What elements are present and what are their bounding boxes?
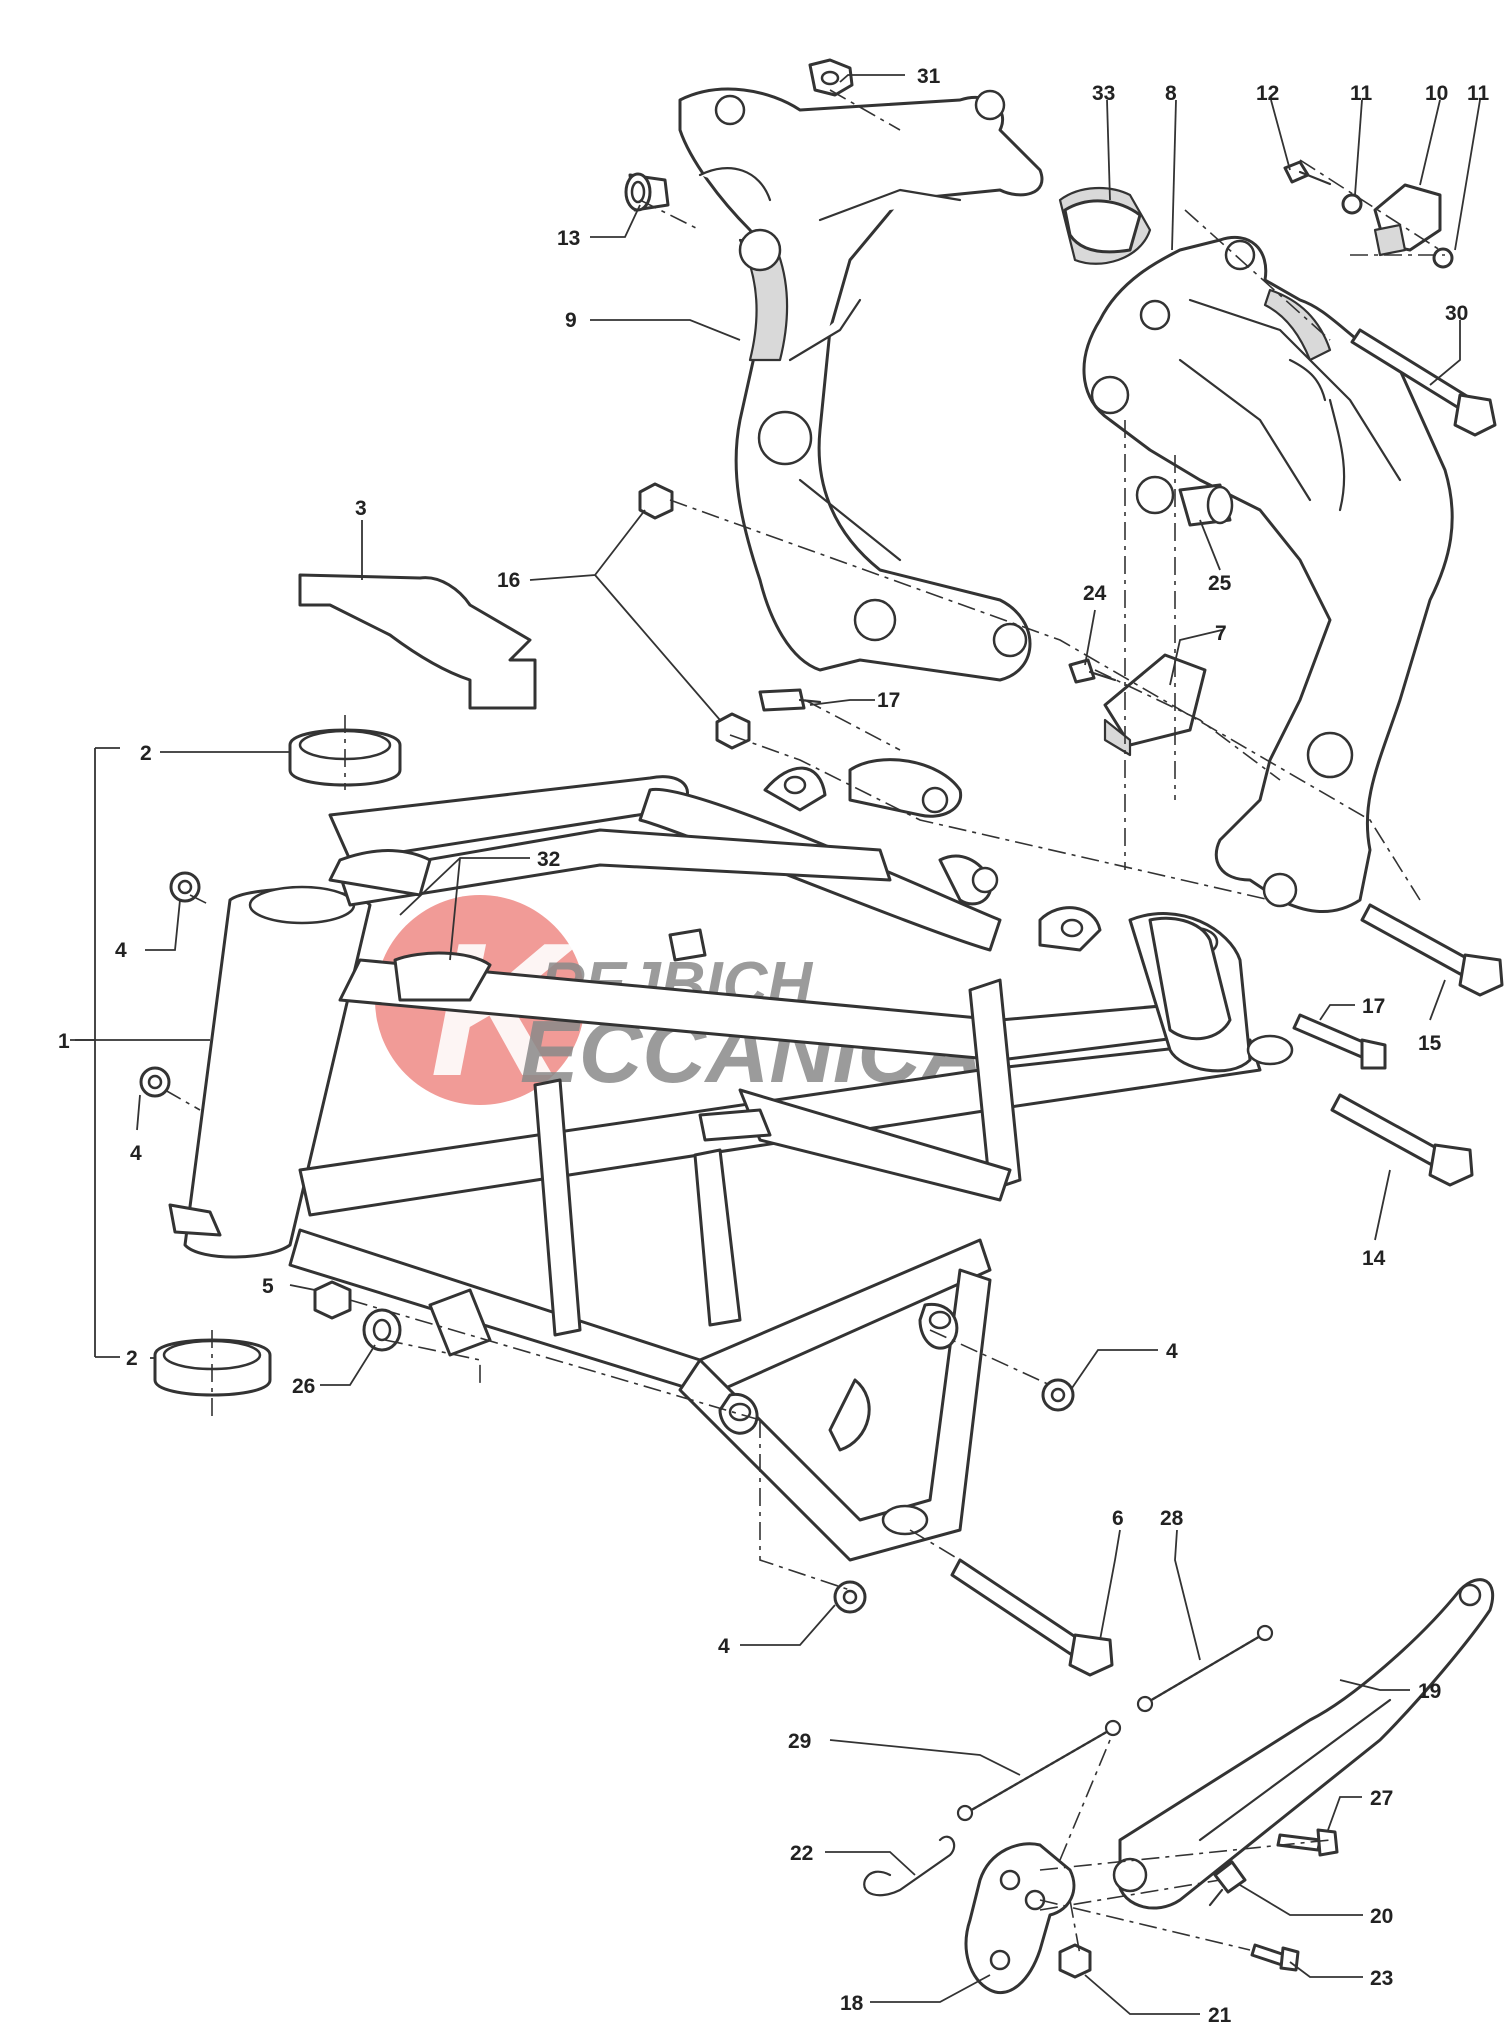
spacer-25 [1178, 483, 1234, 527]
right-plate-bracket [1082, 235, 1454, 914]
callout-4b: 4 [130, 1142, 142, 1165]
callout-23: 23 [1370, 1967, 1393, 1990]
callout-22: 22 [790, 1842, 813, 1865]
grommet-4c [1041, 1378, 1075, 1412]
stand-bracket [964, 1842, 1076, 1995]
callout-4d: 4 [718, 1635, 730, 1658]
bracket-lines [70, 747, 120, 1358]
plate-32 [328, 849, 492, 1002]
callout-12: 12 [1256, 82, 1279, 105]
callout-29: 29 [788, 1730, 811, 1753]
callout-labels: 31 33 8 12 11 10 11 13 9 30 3 16 24 25 7… [58, 65, 1490, 2027]
bolt-27 [1276, 1828, 1339, 1857]
nut-5 [313, 1280, 352, 1320]
callout-8: 8 [1165, 82, 1177, 105]
callout-27: 27 [1370, 1787, 1393, 1810]
callout-33: 33 [1092, 82, 1115, 105]
bolt-30 [1350, 328, 1497, 437]
grommet-4a [169, 871, 201, 903]
callout-30: 30 [1445, 302, 1468, 325]
washer-11b [1432, 247, 1454, 269]
washer-11a [1341, 193, 1363, 215]
nut-16b [715, 712, 751, 750]
callout-1: 1 [58, 1030, 70, 1053]
leader-lines [75, 74, 1481, 2015]
nut-31 [808, 58, 854, 97]
callout-20: 20 [1370, 1905, 1393, 1928]
assembly-lines [164, 89, 1445, 1956]
callout-28: 28 [1160, 1507, 1184, 1530]
callout-14: 14 [1362, 1247, 1386, 1270]
bolt-14 [1330, 1093, 1474, 1187]
block-7 [1103, 653, 1207, 757]
bolt-6 [950, 1558, 1114, 1677]
bolt-20 [1208, 1860, 1247, 1907]
callout-17b: 17 [1362, 995, 1385, 1018]
callout-24: 24 [1083, 582, 1107, 605]
bolt-24 [1068, 658, 1117, 684]
callout-3: 3 [355, 497, 367, 520]
callout-6: 6 [1112, 1507, 1124, 1530]
callout-13: 13 [557, 227, 580, 250]
callout-19: 19 [1418, 1680, 1441, 1703]
callout-10: 10 [1425, 82, 1448, 105]
bolt-17b [1292, 1013, 1387, 1070]
spring-29 [956, 1719, 1122, 1822]
decal-3 [298, 573, 537, 710]
spring-28 [1136, 1624, 1274, 1713]
callout-9: 9 [565, 309, 577, 332]
damper-33 [1058, 186, 1152, 265]
callout-4a: 4 [115, 939, 127, 962]
bolt-23 [1250, 1943, 1300, 1972]
callout-32: 32 [537, 848, 560, 871]
nut-21 [1058, 1943, 1092, 1979]
callout-21: 21 [1208, 2004, 1232, 2027]
callout-7: 7 [1215, 622, 1227, 645]
nut-16a [638, 482, 674, 520]
side-stand [1112, 1578, 1495, 1910]
callout-26: 26 [292, 1375, 315, 1398]
spacer-26 [362, 1308, 402, 1352]
bracket-10 [1373, 183, 1442, 257]
bolt-15 [1360, 903, 1504, 997]
bolt-17a [758, 688, 822, 712]
callout-15: 15 [1418, 1032, 1442, 1055]
clip-22 [863, 1835, 956, 1897]
left-plate-bracket [678, 87, 1044, 682]
callout-25: 25 [1208, 572, 1232, 595]
callout-18: 18 [840, 1992, 864, 2015]
bolt-12 [1283, 160, 1332, 186]
callout-11a: 11 [1350, 82, 1373, 105]
callout-4c: 4 [1166, 1340, 1178, 1363]
grommet-4b [139, 1066, 171, 1098]
callout-17a: 17 [877, 689, 900, 712]
callout-11b: 11 [1467, 82, 1490, 105]
bushing-13 [624, 172, 670, 212]
callout-5: 5 [262, 1275, 274, 1298]
grommet-4d [833, 1580, 867, 1614]
callout-16: 16 [497, 569, 520, 592]
callout-2a: 2 [140, 742, 152, 765]
callout-2b: 2 [126, 1347, 138, 1370]
callout-31: 31 [917, 65, 941, 88]
